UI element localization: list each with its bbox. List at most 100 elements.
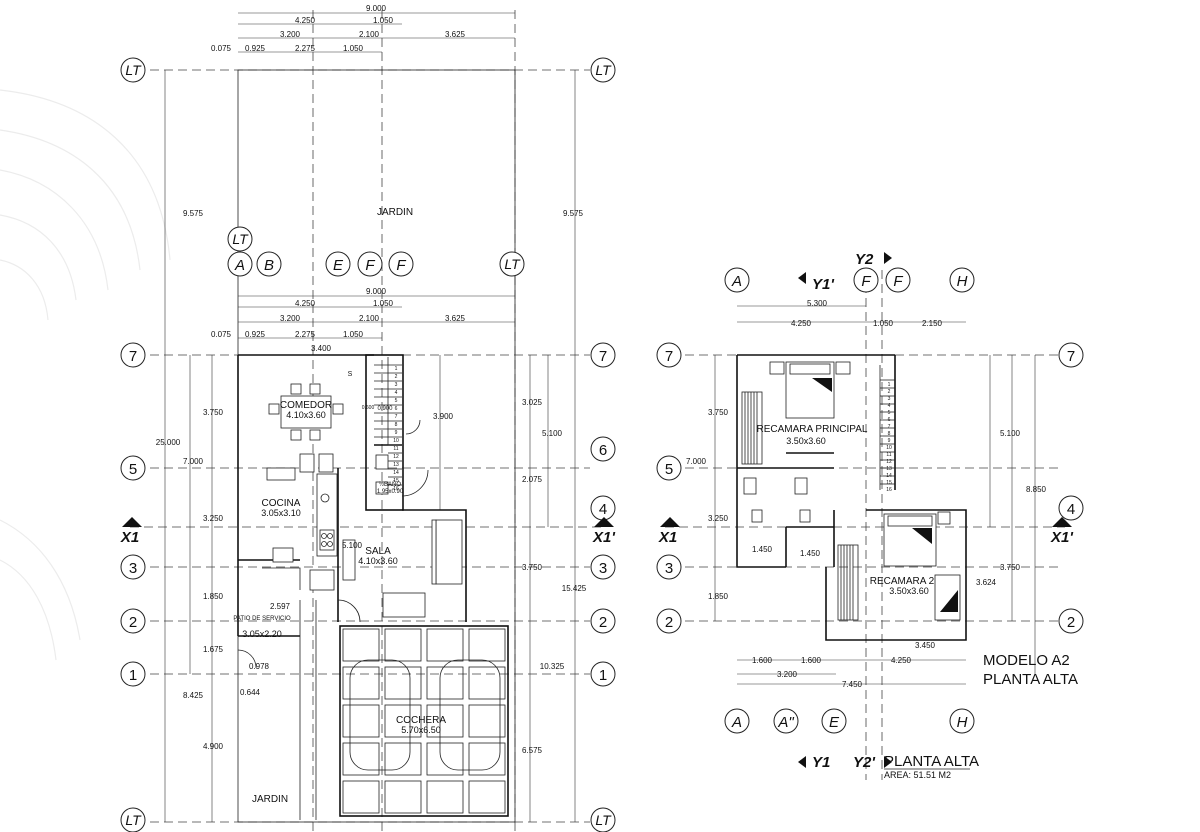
dimension-label: 4.250: [791, 319, 812, 328]
dimension-label: 3.200: [280, 314, 301, 323]
svg-text:1: 1: [599, 667, 607, 684]
stair-step-number: 9: [888, 438, 891, 444]
dimension-label: 1.850: [708, 592, 729, 601]
room-label-recamara-principal: RECAMARA PRINCIPAL: [757, 424, 868, 435]
dimension-label: 1.050: [343, 330, 364, 339]
stair-step-number: 12: [886, 459, 892, 465]
dimension-label: 2.275: [295, 44, 316, 53]
paving-tile: [342, 704, 380, 738]
dimension-label: 5.300: [807, 299, 828, 308]
axis-bubble-lt: LT: [590, 57, 616, 83]
dimension-label: 3.200: [280, 30, 301, 39]
stair-step-number: 10: [393, 438, 399, 444]
stair-step-number: 2: [888, 389, 891, 395]
room-label-patio: PATIO DE SERVICIO: [233, 616, 291, 622]
ground-floor-stairs: [374, 357, 402, 486]
dimension-labels: 9.000 4.250 1.050 3.200 2.100 3.625 0.07…: [156, 4, 1047, 755]
stair-step-number: 3: [888, 396, 891, 402]
axis-bubble-lt: LT: [227, 226, 253, 252]
dimension-label: 9.000: [366, 4, 387, 13]
half-bath-fixtures: [375, 454, 389, 495]
paving-tile: [468, 628, 506, 662]
axis-bubble-3: 3: [590, 554, 616, 580]
stair-step-number: 7: [395, 414, 398, 420]
axis-bubble-lt: LT: [499, 251, 525, 277]
svg-text:3: 3: [665, 560, 673, 577]
paving-tile: [468, 704, 506, 738]
dimension-label: 7.000: [183, 457, 204, 466]
dimension-label: 3.750: [203, 408, 224, 417]
drawing-label: PLANTA ALTA: [884, 753, 979, 770]
axis-bubble-7: 7: [656, 342, 682, 368]
stair-step-number: 13: [393, 462, 399, 468]
title-block: MODELO A2 PLANTA ALTA PLANTA ALTA AREA: …: [884, 652, 1078, 780]
svg-text:7: 7: [665, 348, 673, 365]
svg-text:5: 5: [665, 461, 673, 478]
paving-tile: [342, 628, 380, 662]
dimension-label: 6.575: [522, 746, 543, 755]
axis-bubble-h: H: [949, 708, 975, 734]
section-marker-x1-prime: X1': [592, 517, 615, 546]
background-contour-decoration: [0, 89, 171, 661]
axis-bubble-b: B: [256, 251, 282, 277]
svg-text:7: 7: [599, 348, 607, 365]
svg-text:6: 6: [599, 442, 607, 459]
axis-bubble-a: A: [227, 251, 253, 277]
svg-text:2: 2: [599, 614, 607, 631]
right-axis-lines: [665, 270, 1065, 780]
upper-floor-walls: [736, 354, 967, 641]
axis-bubble-7: 7: [590, 342, 616, 368]
axis-bubble-lt: LT: [590, 807, 616, 832]
dimension-label: 1.050: [343, 44, 364, 53]
laundry-fixture: [309, 569, 335, 591]
stair-step-number: 16: [393, 486, 399, 492]
closets: [741, 391, 859, 621]
svg-text:LT: LT: [504, 256, 521, 272]
dimension-label: 10.325: [540, 662, 565, 671]
room-labels: JARDIN COMEDOR 4.10x3.60 COCINA 3.05x3.1…: [233, 207, 934, 805]
svg-text:7: 7: [1067, 348, 1075, 365]
svg-text:A: A: [731, 273, 742, 290]
dimension-label: 1.450: [752, 545, 773, 554]
svg-text:2: 2: [129, 614, 137, 631]
paving-tile: [384, 742, 422, 776]
dimension-label: 8.425: [183, 691, 204, 700]
svg-text:2: 2: [665, 614, 673, 631]
stair-step-number: 11: [886, 452, 891, 458]
svg-text:E: E: [333, 257, 344, 274]
section-markers-right: X1 X1' Y1' Y2 Y1 Y2': [658, 251, 1074, 771]
paving-tile: [468, 742, 506, 776]
paving-tile: [384, 666, 422, 700]
area-label: AREA: 51.51 M2: [884, 770, 951, 780]
svg-text:F: F: [893, 273, 903, 290]
paving-tile: [426, 780, 464, 814]
svg-text:X1: X1: [658, 529, 677, 546]
stair-step-number: 1: [395, 366, 398, 372]
axis-bubble-4: 4: [1058, 495, 1084, 521]
dimension-label: 3.250: [708, 514, 729, 523]
paving-tile: [384, 780, 422, 814]
axis-bubble-4: 4: [590, 495, 616, 521]
dimension-label: 5.100: [342, 541, 363, 550]
paving-tile: [426, 628, 464, 662]
stair-step-number: 7: [888, 424, 891, 430]
svg-text:LT: LT: [125, 812, 142, 828]
axis-bubble-f: F: [357, 251, 383, 277]
room-size-sala: 4.10x3.60: [358, 556, 398, 566]
dimension-label: 4.900: [203, 742, 224, 751]
dimension-label: 1.600: [752, 656, 773, 665]
svg-text:LT: LT: [232, 231, 249, 247]
svg-text:A": A": [777, 714, 794, 731]
room-label-sala: SALA: [365, 546, 391, 557]
stair-step-number: 14: [393, 470, 399, 476]
paving-tile: [426, 742, 464, 776]
floor-title: PLANTA ALTA: [983, 671, 1078, 688]
dimension-label: 0.925: [245, 330, 266, 339]
axis-bubble-3: 3: [656, 554, 682, 580]
garage-outline: [339, 625, 509, 817]
svg-text:5: 5: [129, 461, 137, 478]
dimension-label: 3.450: [915, 641, 936, 650]
dimension-label: 15.425: [562, 584, 587, 593]
stair-step-number: 5: [395, 398, 398, 404]
dimension-label: 4.250: [891, 656, 912, 665]
